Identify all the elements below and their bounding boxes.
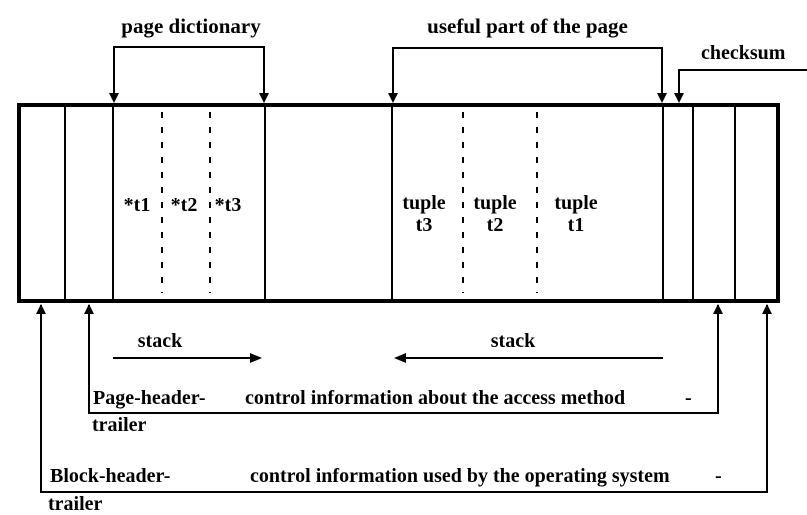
arrow-down-icon: [657, 93, 667, 103]
tuple-word: tuple: [402, 192, 446, 214]
block-header-description: control information used by the operatin…: [250, 465, 670, 487]
arrow-down-icon: [259, 93, 269, 103]
dashed-divider-slot: [161, 112, 163, 293]
page-header-connector: [88, 305, 719, 414]
arrow-left-icon: [394, 353, 406, 363]
arrow-up-icon: [36, 304, 46, 314]
tuple-label-t3: tuple t3: [392, 192, 456, 236]
dashed-divider-tuple: [462, 112, 464, 293]
tuple-word: tuple: [473, 192, 517, 214]
arrow-down-icon: [388, 93, 398, 103]
tuple-id: t2: [486, 214, 504, 236]
tuple-id: t1: [567, 214, 585, 236]
dashed-divider-tuple: [536, 112, 538, 293]
divider-page-trailer-end: [734, 107, 736, 299]
tuple-id: t3: [415, 214, 433, 236]
arrow-down-icon: [674, 93, 684, 103]
divider-dictionary-end: [264, 107, 266, 299]
page-header-dash: -: [685, 387, 692, 409]
arrow-right-icon: [250, 353, 262, 363]
page-header-name-line2: trailer: [92, 414, 147, 436]
slot-label-t3: *t3: [214, 194, 242, 216]
tuple-word: tuple: [554, 192, 598, 214]
stack-left-arrow: [113, 357, 251, 359]
tuple-label-t1: tuple t1: [544, 192, 608, 236]
page-header-name: Page-header-: [93, 387, 206, 409]
arrow-down-icon: [109, 93, 119, 103]
arrow-up-icon: [84, 304, 94, 314]
stack-right-label: stack: [490, 330, 536, 352]
stack-left-label: stack: [137, 330, 183, 352]
block-header-name-line2: trailer: [48, 493, 103, 515]
divider-useful-start: [391, 107, 393, 299]
block-header-name: Block-header-: [50, 465, 171, 487]
block-header-dash: -: [715, 465, 722, 487]
checksum-pointer-line: [678, 69, 680, 95]
divider-page-header: [112, 107, 114, 299]
block-header-connector: [40, 305, 768, 493]
divider-checksum-end: [692, 107, 694, 299]
arrow-up-icon: [713, 304, 723, 314]
tuple-label-t2: tuple t2: [463, 192, 527, 236]
block-page-box: [17, 103, 780, 303]
divider-useful-end: [662, 107, 664, 299]
page-dictionary-bracket: [113, 46, 265, 93]
checksum-label: checksum: [701, 42, 786, 64]
stack-right-arrow: [406, 357, 663, 359]
dashed-divider-slot: [209, 112, 211, 293]
page-header-description: control information about the access met…: [245, 387, 626, 409]
arrow-up-icon: [762, 304, 772, 314]
useful-part-bracket: [392, 47, 663, 93]
slot-label-t2: *t2: [170, 194, 198, 216]
useful-part-label: useful part of the page: [427, 14, 628, 38]
checksum-pointer-line: [678, 69, 807, 71]
page-dictionary-label: page dictionary: [121, 14, 261, 38]
slot-label-t1: *t1: [123, 194, 151, 216]
divider-block-header: [64, 107, 66, 299]
